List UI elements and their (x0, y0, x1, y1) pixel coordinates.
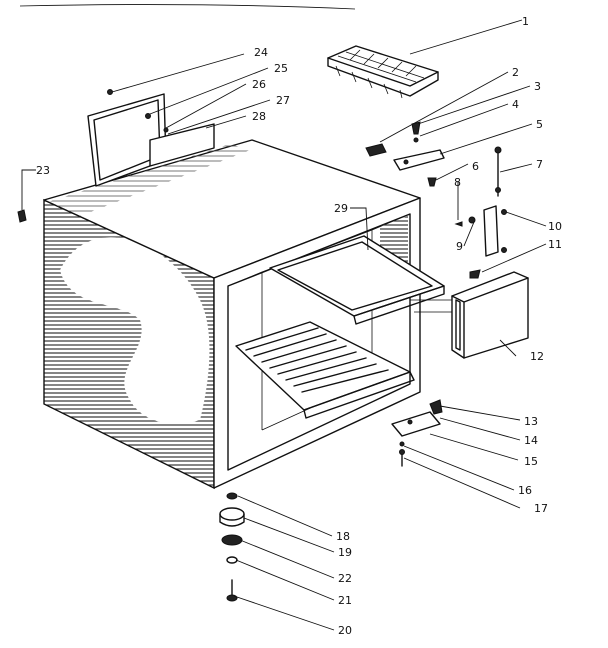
top-border-line (19, 4, 356, 10)
cabinet-interior (227, 213, 411, 431)
callout-15: 15 (524, 455, 538, 468)
callout-26: 26 (252, 78, 266, 91)
cabinet-top-shade (48, 144, 250, 216)
hinge-parts (391, 399, 443, 467)
callout-24: 24 (254, 46, 268, 59)
callout-14: 14 (524, 434, 538, 447)
callout-21: 21 (338, 594, 352, 607)
shelf-29 (269, 235, 460, 325)
callout-6: 6 (472, 160, 479, 173)
callout-20: 20 (338, 624, 352, 637)
callout-5: 5 (536, 118, 543, 131)
side-reflection (60, 237, 210, 424)
callout-27: 27 (276, 94, 290, 107)
callout-12: 12 (530, 350, 544, 363)
leveling-feet (219, 492, 245, 602)
callout-11: 11 (548, 238, 562, 251)
callout-4: 4 (512, 98, 519, 111)
callout-25: 25 (274, 62, 288, 75)
callout-2: 2 (512, 66, 519, 79)
clip-23 (17, 209, 27, 223)
cabinet (43, 139, 421, 490)
leader-lines (21, 19, 547, 631)
callout-28: 28 (252, 110, 266, 123)
callout-16: 16 (518, 484, 532, 497)
callout-9: 9 (456, 240, 463, 253)
callout-10: 10 (548, 220, 562, 233)
callout-18: 18 (336, 530, 350, 543)
callout-17: 17 (534, 502, 548, 515)
wire-rack (235, 321, 415, 419)
callout-22: 22 (338, 572, 352, 585)
cabinet-front-opening (227, 213, 411, 471)
callout-7: 7 (536, 158, 543, 171)
callout-19: 19 (338, 546, 352, 559)
callout-3: 3 (534, 80, 541, 93)
callout-23: 23 (36, 164, 50, 177)
door-panel (87, 89, 215, 187)
freezer-door (451, 271, 529, 359)
callout-8: 8 (454, 176, 461, 189)
top-hardware (365, 121, 507, 279)
callout-13: 13 (524, 415, 538, 428)
callout-29: 29 (334, 202, 348, 215)
callout-1: 1 (522, 15, 529, 28)
ice-tray (327, 45, 439, 99)
